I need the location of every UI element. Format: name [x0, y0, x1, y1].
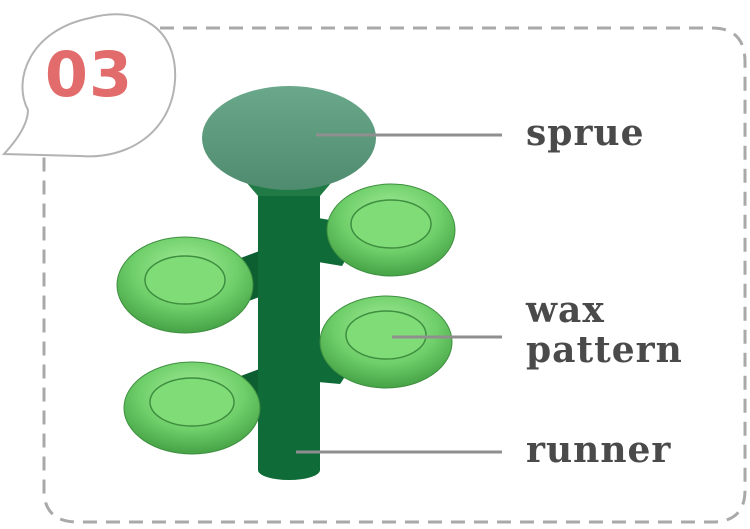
wax-ring-upper-right — [326, 183, 456, 277]
dashed-frame — [42, 26, 747, 524]
sprue — [202, 86, 376, 196]
runner-base — [258, 460, 320, 480]
wax-pattern-label-line1: wax — [526, 289, 605, 331]
sprue-label: sprue — [526, 112, 645, 154]
sprue-cup-top — [202, 86, 376, 190]
wax-ring-lower-right — [319, 295, 453, 389]
wax-ring-upper-left — [116, 236, 254, 334]
runner-label: runner — [526, 429, 672, 471]
runner-column — [258, 188, 320, 470]
speech-bubble — [1, 13, 177, 158]
wax-ring-lower-left — [123, 361, 261, 455]
wax-pattern-label-line2: pattern — [526, 329, 683, 371]
step-number: 03 — [44, 38, 134, 111]
